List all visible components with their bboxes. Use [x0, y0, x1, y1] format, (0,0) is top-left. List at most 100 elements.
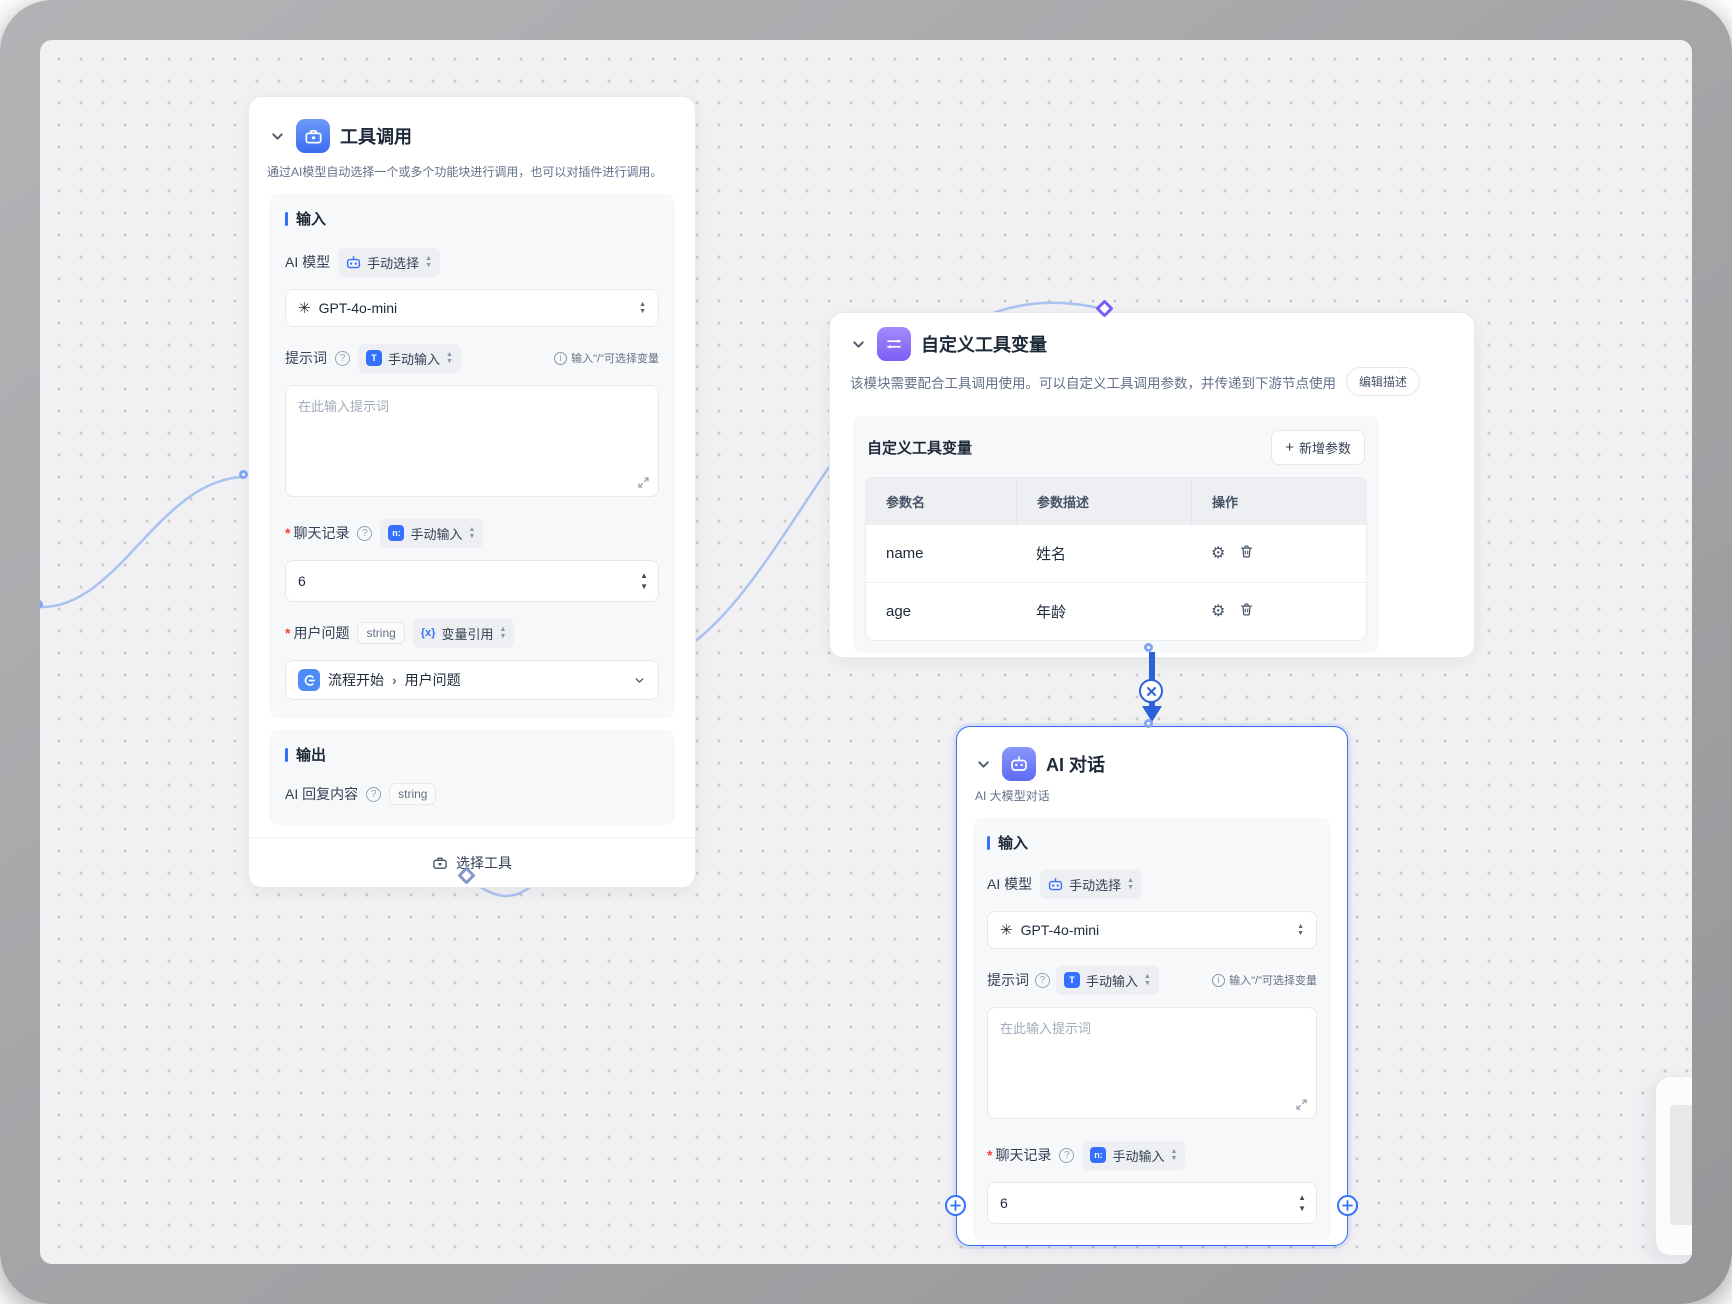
- add-node-left-button[interactable]: [945, 1195, 966, 1216]
- chevron-down-icon[interactable]: [975, 756, 992, 773]
- variable-ref-select[interactable]: 流程开始 › 用户问题: [285, 660, 659, 700]
- chat-history-input[interactable]: [987, 1182, 1317, 1224]
- chevron-updown-icon: ▲▼: [1144, 972, 1151, 987]
- flow-start-icon: [298, 669, 320, 691]
- robot-icon: [1002, 747, 1036, 781]
- ai-model-label: AI 模型: [285, 254, 331, 270]
- side-peek-panel[interactable]: [1655, 1076, 1692, 1256]
- chevron-updown-icon: ▲▼: [468, 525, 476, 540]
- chevron-updown-icon: ▲▼: [1297, 922, 1304, 937]
- param-name: name: [886, 545, 924, 562]
- prompt-label: 提示词: [987, 972, 1029, 988]
- plus-icon: [1342, 1200, 1353, 1211]
- prompt-mode-select[interactable]: T 手动输入 ▲▼: [1056, 965, 1159, 995]
- param-description: 年龄: [1036, 604, 1067, 621]
- caret-down-icon: [633, 674, 646, 687]
- user-question-mode-select[interactable]: {x} 变量引用 ▲▼: [412, 618, 515, 648]
- slash-hint: i 输入"/"可选择变量: [554, 350, 659, 366]
- briefcase-icon: [296, 119, 330, 153]
- help-icon[interactable]: ?: [1059, 1147, 1075, 1163]
- chevron-updown-icon: ▲▼: [1127, 876, 1135, 891]
- openai-icon: ✳: [1000, 922, 1013, 939]
- number-input-icon: n:: [388, 525, 405, 541]
- number-stepper[interactable]: ▲ ▼: [640, 570, 648, 591]
- table-row: age 年龄 ⚙: [866, 582, 1366, 640]
- close-icon: [1146, 686, 1156, 696]
- node-custom-vars-header: 自定义工具变量: [830, 313, 1474, 361]
- type-chip: string: [357, 622, 405, 644]
- number-stepper[interactable]: ▲ ▼: [1298, 1193, 1306, 1213]
- chat-history-label: 聊天记录: [293, 525, 350, 541]
- flow-canvas[interactable]: 工具调用 通过AI模型自动选择一个或多个功能块进行调用，也可以对插件进行调用。 …: [40, 40, 1692, 1264]
- panel-title: 自定义工具变量: [867, 440, 973, 457]
- help-icon[interactable]: ?: [335, 350, 350, 366]
- chevron-updown-icon: ▲▼: [499, 625, 507, 640]
- custom-vars-output-port[interactable]: [1144, 643, 1153, 652]
- edit-description-button[interactable]: 编辑描述: [1346, 367, 1421, 396]
- slash-hint: i 输入"/"可选择变量: [1212, 972, 1317, 988]
- node-title: AI 对话: [1046, 755, 1106, 775]
- param-name: age: [886, 603, 912, 620]
- section-bar: [285, 747, 288, 762]
- select-tool-button[interactable]: 选择工具: [249, 837, 695, 887]
- params-table: 参数名 参数描述 操作 name 姓名 ⚙ age 年龄: [865, 477, 1367, 641]
- trash-icon[interactable]: [1239, 602, 1254, 621]
- section-bar: [987, 835, 990, 850]
- chat-history-mode-select[interactable]: n: 手动输入 ▲▼: [1082, 1140, 1186, 1170]
- step-up-icon: ▲: [640, 570, 648, 580]
- add-param-button[interactable]: + 新增参数: [1271, 430, 1365, 465]
- sliders-icon: [877, 327, 911, 361]
- help-icon[interactable]: ?: [1035, 972, 1050, 988]
- chevron-down-icon[interactable]: [269, 128, 286, 145]
- edge-start-port[interactable]: [40, 600, 43, 609]
- expand-icon[interactable]: [637, 476, 650, 494]
- node-tool-call-header: 工具调用: [249, 97, 695, 153]
- ai-model-label: AI 模型: [987, 876, 1033, 892]
- node-title: 工具调用: [340, 127, 412, 147]
- trash-icon[interactable]: [1239, 544, 1254, 563]
- plus-icon: +: [1285, 439, 1294, 456]
- ai-model-mode-select[interactable]: 手动选择 ▲▼: [338, 247, 441, 277]
- required-marker: *: [285, 525, 291, 541]
- node-subtitle: AI 大模型对话: [975, 789, 1050, 803]
- gear-icon[interactable]: ⚙: [1211, 544, 1226, 562]
- prompt-mode-select[interactable]: T 手动输入 ▲▼: [358, 343, 461, 373]
- edge-incoming-left[interactable]: [41, 475, 247, 609]
- required-marker: *: [987, 1147, 993, 1163]
- input-section: 输入 AI 模型 手动选择 ▲▼ ✳ GPT-4o-mini ▲▼ 提示词 ? …: [269, 194, 675, 718]
- chevron-updown-icon: ▲▼: [639, 300, 646, 315]
- model-select[interactable]: ✳ GPT-4o-mini ▲▼: [285, 289, 659, 327]
- type-chip: string: [389, 783, 437, 805]
- help-icon[interactable]: ?: [357, 525, 373, 541]
- step-down-icon: ▼: [640, 581, 648, 591]
- node-title: 自定义工具变量: [921, 335, 1047, 355]
- prompt-textarea[interactable]: [285, 385, 659, 497]
- input-section-title: 输入: [998, 835, 1029, 852]
- model-select[interactable]: ✳ GPT-4o-mini ▲▼: [987, 911, 1317, 949]
- required-marker: *: [285, 625, 291, 641]
- expand-icon[interactable]: [1295, 1098, 1308, 1116]
- node-ai-chat[interactable]: AI 对话 AI 大模型对话 输入 AI 模型 手动选择 ▲▼ ✳ GPT-4o…: [956, 726, 1348, 1246]
- chat-history-input[interactable]: [285, 560, 659, 602]
- output-section-title: 输出: [296, 747, 327, 764]
- output-field-label: AI 回复内容: [285, 786, 359, 802]
- chevron-down-icon[interactable]: [850, 336, 867, 353]
- tool-call-input-port[interactable]: [239, 470, 248, 479]
- openai-icon: ✳: [298, 300, 311, 317]
- robot-icon: [347, 255, 361, 268]
- peek-preview: [1670, 1105, 1692, 1225]
- output-section: 输出 AI 回复内容 ? string: [269, 730, 675, 825]
- gear-icon[interactable]: ⚙: [1211, 602, 1226, 620]
- prompt-label: 提示词: [285, 350, 327, 366]
- help-icon[interactable]: ?: [366, 786, 382, 802]
- delete-edge-button[interactable]: [1139, 679, 1163, 703]
- ai-model-mode-select[interactable]: 手动选择 ▲▼: [1040, 869, 1143, 899]
- add-node-right-button[interactable]: [1337, 1195, 1358, 1216]
- node-custom-vars[interactable]: 自定义工具变量 该模块需要配合工具调用使用。可以自定义工具调用参数，并传递到下游…: [829, 312, 1475, 658]
- user-question-label: 用户问题: [293, 625, 350, 641]
- chat-history-mode-select[interactable]: n: 手动输入 ▲▼: [380, 518, 484, 548]
- node-tool-call[interactable]: 工具调用 通过AI模型自动选择一个或多个功能块进行调用，也可以对插件进行调用。 …: [248, 96, 696, 888]
- plus-icon: [950, 1200, 961, 1211]
- ai-chat-input-port[interactable]: [1144, 719, 1153, 728]
- prompt-textarea[interactable]: [987, 1007, 1317, 1119]
